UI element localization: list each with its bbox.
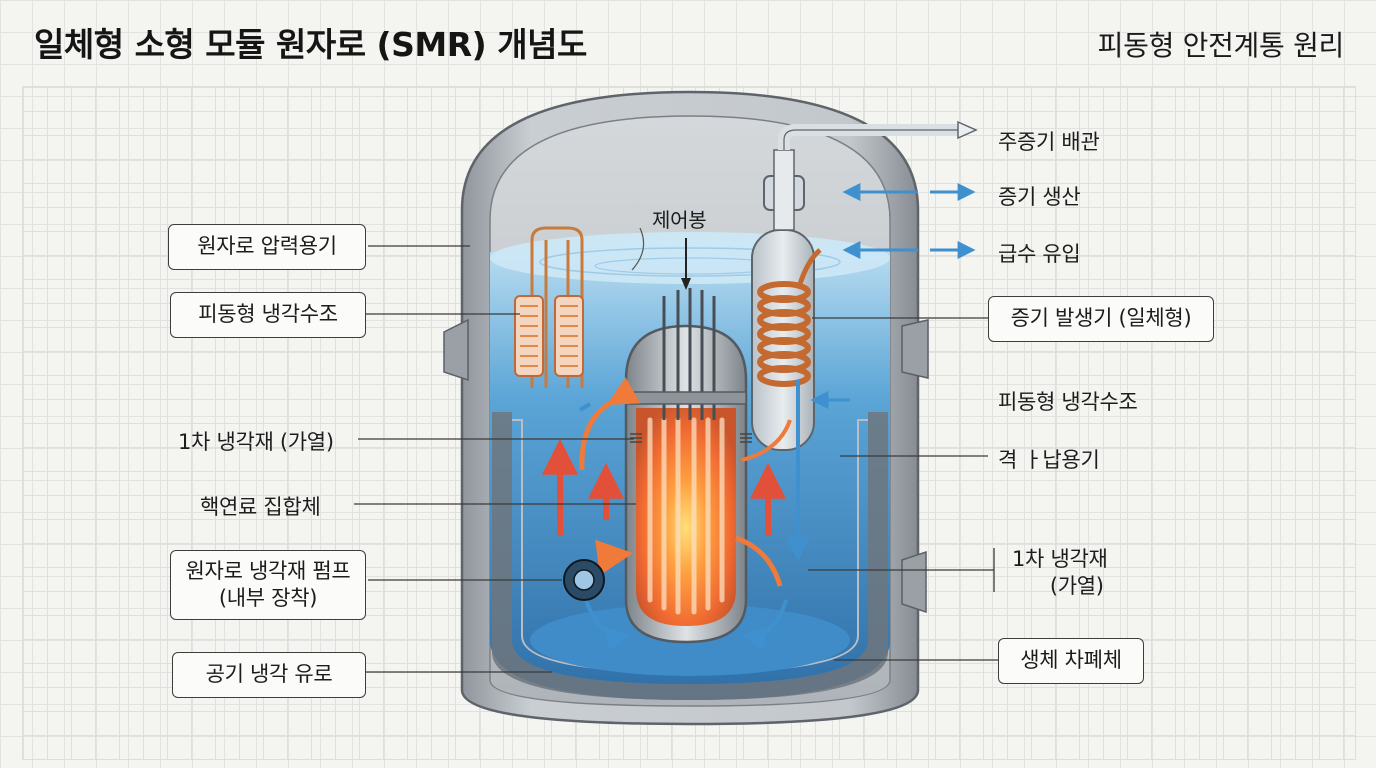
coolant-pump-label-line1: 원자로 냉각재 펌프	[185, 558, 351, 583]
steam-production-label: 증기 생산	[998, 185, 1081, 209]
air-cooling-label: 공기 냉각 유로	[172, 652, 366, 698]
passive-tank-right-label: 피동형 냉각수조	[998, 390, 1138, 414]
feedwater-label: 급수 유입	[998, 242, 1081, 266]
pressure-vessel-label: 원자로 압력용기	[168, 224, 366, 270]
primary-coolant-label: 1차 냉각재 (가열)	[178, 430, 334, 454]
primary-coolant-right-line1: 1차 냉각재	[1012, 547, 1108, 571]
control-rod-label: 제어봉	[652, 208, 707, 232]
page-subtitle: 피동형 안전계통 원리	[1097, 29, 1345, 62]
primary-coolant-right-line2: (가열)	[1049, 574, 1104, 599]
primary-coolant-right-label: 1차 냉각재 (가열)	[1012, 546, 1108, 601]
coolant-pump-label-line2: (내부 장착)	[218, 586, 318, 610]
fuel-assembly-label: 핵연료 집합체	[200, 495, 321, 519]
coolant-pump-label: 원자로 냉각재 펌프 (내부 장착)	[170, 550, 366, 620]
containment-label: 격 ㅏ납용기	[998, 448, 1100, 472]
page-title: 일체형 소형 모듈 원자로 (SMR) 개념도	[34, 25, 587, 64]
main-steam-label: 주증기 배관	[998, 130, 1100, 154]
passive-tank-label: 피동형 냉각수조	[170, 292, 366, 338]
steam-generator-label: 증기 발생기 (일체형)	[988, 296, 1214, 342]
bio-shield-label: 생체 차폐체	[998, 638, 1144, 684]
